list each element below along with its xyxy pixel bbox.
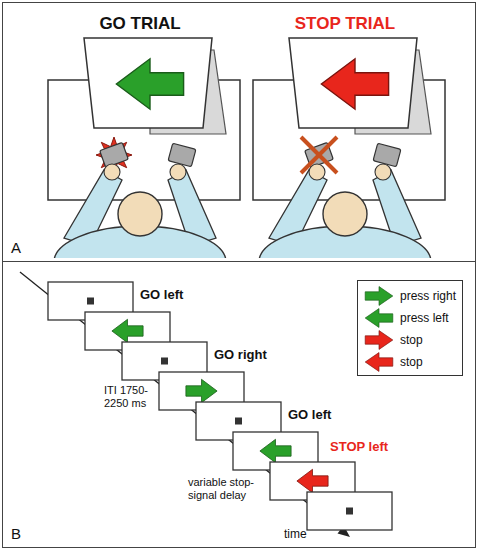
legend-arrow-shape (365, 331, 393, 350)
legend-text: stop (400, 355, 423, 369)
desk-and-monitor (253, 38, 445, 200)
trial-label: GO left (288, 408, 368, 423)
legend-box: press right press left stop stop (357, 280, 463, 376)
axis-label: time (284, 528, 324, 542)
legend-text: press left (400, 311, 449, 325)
trial-label: GO left (140, 288, 220, 303)
legend-arrow-shape (365, 309, 393, 328)
panel-frame: A (2, 2, 476, 262)
trial-label: STOP left (330, 440, 430, 455)
legend-row: press left (358, 308, 462, 328)
legend-arrow (364, 330, 394, 350)
desk-and-monitor (48, 38, 240, 200)
delay-note: variable stop-signal delay (188, 476, 268, 501)
legend-arrow (364, 286, 394, 306)
cross-mark (301, 137, 337, 173)
green-arrow (116, 59, 183, 109)
green-arrow (112, 319, 143, 342)
legend-row: stop (358, 352, 462, 372)
legend-text: stop (400, 333, 423, 347)
legend-text: press right (400, 289, 456, 303)
legend-arrow (364, 308, 394, 328)
stop-trial-scene (253, 38, 445, 298)
red-arrow (321, 59, 388, 109)
red-arrow (297, 469, 328, 492)
fixation-square (346, 508, 353, 515)
screen (307, 492, 392, 530)
panel-letter: B (11, 525, 21, 542)
green-arrow (260, 439, 291, 462)
screen-sequence (48, 282, 392, 530)
panel-letter: A (11, 239, 21, 256)
legend-arrow-shape (365, 287, 393, 306)
fixation-square (161, 358, 168, 365)
cross-mark (301, 137, 337, 173)
fixation-square (235, 418, 242, 425)
legend-arrow-shape (365, 353, 393, 372)
legend-arrow (364, 352, 394, 372)
fixation-square (87, 298, 94, 305)
participant (54, 142, 226, 298)
green-arrow (186, 379, 217, 402)
interval-note: ITI 1750-2250 ms (104, 384, 158, 409)
trial-label: GO right (214, 348, 294, 363)
legend-row: stop (358, 330, 462, 350)
participant (259, 142, 431, 298)
legend-row: press right (358, 286, 462, 306)
trial-title: STOP TRIAL (245, 14, 445, 34)
go-trial-scene (48, 38, 240, 298)
trial-title: GO TRIAL (40, 14, 240, 34)
